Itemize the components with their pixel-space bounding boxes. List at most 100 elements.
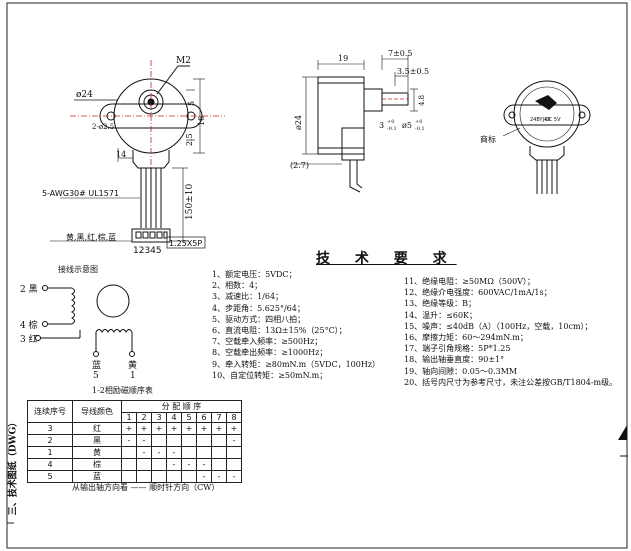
label-voltage: DC 5V: [545, 117, 561, 123]
step-cell: 8: [226, 412, 242, 423]
spec-list-left: 1、额定电压：5VDC； 2、相数：4； 3、减速比：1/64； 4、步距角：5…: [212, 269, 380, 381]
dim-3-tol-bot: -0.1: [387, 126, 397, 132]
row-cell: +: [151, 422, 167, 435]
dim-shaft-tol-bot: -0.1: [415, 126, 425, 132]
table-row: 2 黑 - - -: [27, 434, 242, 447]
table-header-row: 连续序号 导线颜色 分 配 顺 序: [27, 400, 242, 423]
rear-view: [502, 80, 591, 194]
sequence-table-caption: 1-2相励磁顺序表: [92, 386, 153, 395]
label-model: 24BYJ48: [530, 117, 550, 123]
dim-16: 16: [197, 116, 206, 126]
row-seq: 1: [27, 446, 73, 459]
spec-item: 9、牵入转矩：≥80mN.m（5VDC，100Hz）: [212, 359, 381, 369]
pin-4-brown: 4 棕: [20, 319, 38, 331]
step-cell: 1: [121, 412, 137, 423]
header-distribution: 分 配 顺 序: [121, 400, 242, 413]
row-cell: +: [226, 422, 242, 435]
spec-item: 10、自定位转矩：≥50mN.m；: [212, 370, 328, 380]
row-cell: -: [121, 434, 137, 447]
spec-item: 4、步距角：5.625°/64；: [212, 303, 305, 313]
pin-2-black: 2 黑: [20, 284, 38, 295]
spec-item: 15、噪声：≤40dB（A）（100Hz，空载，10cm）；: [404, 321, 593, 331]
spec-item: 3、减速比：1/64；: [212, 292, 284, 302]
direction-caption: 从输出轴方向看 —— 顺时针方向（CW）: [72, 483, 220, 492]
spec-item: 5、驱动方式：四相八拍；: [212, 314, 306, 324]
row-cell: -: [196, 470, 212, 483]
pin-1-yellow-num: 1: [130, 371, 136, 381]
dim-dia24: ø24: [76, 90, 93, 100]
step-cell: 3: [151, 412, 167, 423]
spec-item: 17、端子引角规格：5P*1.25: [404, 344, 511, 354]
spec-item: 11、绝缘电阻：≥50MΩ（500V）；: [404, 277, 535, 286]
side-view: [292, 55, 418, 193]
spec-item: 7、空载牵入频率：≥500Hz；: [212, 337, 323, 347]
corner-logo: [618, 425, 627, 440]
dim-m2: M2: [176, 56, 191, 66]
dim-3-5: 3.5±0.5: [397, 67, 429, 76]
connector-pitch: 1.25X5P: [169, 239, 202, 248]
row-cell: -: [226, 434, 242, 447]
spec-item: 12、绝缘介电强度：600VAC/1mA/1s；: [404, 288, 552, 298]
row-cell: [136, 458, 152, 471]
row-cell: -: [136, 446, 152, 459]
row-cell: [211, 434, 227, 447]
dim-2-7: (2.7): [290, 161, 309, 170]
section-side-label: 三、技术图纸（DWG）: [8, 417, 19, 516]
row-cell: +: [211, 422, 227, 435]
connector-pins: 12345: [133, 246, 162, 256]
row-cell: [181, 470, 197, 483]
dim-3: 3: [379, 121, 384, 130]
table-row: 5 蓝 - - -: [27, 470, 242, 483]
row-cell: -: [196, 458, 212, 471]
row-cell: -: [181, 458, 197, 471]
spec-item: 19、轴向间隙：0.05～0.3MM: [404, 366, 518, 376]
row-cell: -: [226, 470, 242, 483]
tech-requirements-title: 技 术 要 求: [316, 251, 457, 267]
spec-item: 20、括号内尺寸为参考尺寸，未注公差按GB/T1804-m级。: [404, 377, 618, 387]
table-step-row: 1 2 3 4 5 6 7 8: [28, 412, 242, 423]
dim-7: 7±0.5: [388, 49, 413, 58]
step-cell: 2: [136, 412, 152, 423]
dim-body-dia: ø24: [294, 115, 303, 130]
pin-1-yellow-name: 黄: [128, 359, 137, 371]
row-cell: [121, 458, 137, 471]
row-seq: 3: [27, 422, 73, 435]
spec-item: 14、温升：≤60K；: [404, 310, 478, 320]
spec-list-right: 11、绝缘电阻：≥50MΩ（500V）； 12、绝缘介电强度：600VAC/1m…: [404, 276, 617, 388]
excitation-sequence-table: 连续序号 导线颜色 分 配 顺 序 1 2 3 4 5 6 7 8 3 红 + …: [27, 400, 242, 483]
pin-3-red: 3 红: [20, 333, 38, 345]
row-cell: [151, 458, 167, 471]
row-color: 蓝: [72, 470, 122, 483]
spec-item: 13、绝缘等级：B；: [404, 299, 477, 309]
row-cell: +: [136, 422, 152, 435]
row-cell: [121, 446, 137, 459]
row-cell: -: [151, 446, 167, 459]
row-cell: [226, 446, 242, 459]
front-view: [50, 60, 225, 249]
header-seq: 连续序号: [27, 400, 73, 423]
row-cell: [166, 470, 182, 483]
row-cell: [136, 470, 152, 483]
dim-2-5: 2.5: [185, 133, 194, 146]
table-row: 3 红 + + + + + + + +: [27, 422, 242, 435]
step-cell: 4: [166, 412, 182, 423]
row-seq: 2: [27, 434, 73, 447]
spec-item: 1、额定电压：5VDC；: [212, 270, 297, 279]
logo-label: 商标: [480, 134, 496, 144]
row-color: 红: [72, 422, 122, 435]
row-color: 黑: [72, 434, 122, 447]
logo-mark: [535, 95, 557, 110]
wiring-schematic: [35, 284, 135, 357]
row-cell: -: [166, 446, 182, 459]
pin-5-blue-num: 5: [93, 371, 99, 381]
row-cell: [211, 458, 227, 471]
pin-5-blue-name: 蓝: [92, 359, 101, 371]
row-cell: -: [211, 470, 227, 483]
row-seq: 4: [27, 458, 73, 471]
table-row: 4 棕 - - -: [27, 458, 242, 471]
spec-item: 2、相数：4；: [212, 281, 263, 291]
dim-14: 14: [116, 150, 126, 159]
row-cell: +: [196, 422, 212, 435]
dim-3-tol-top: +0: [387, 119, 394, 125]
